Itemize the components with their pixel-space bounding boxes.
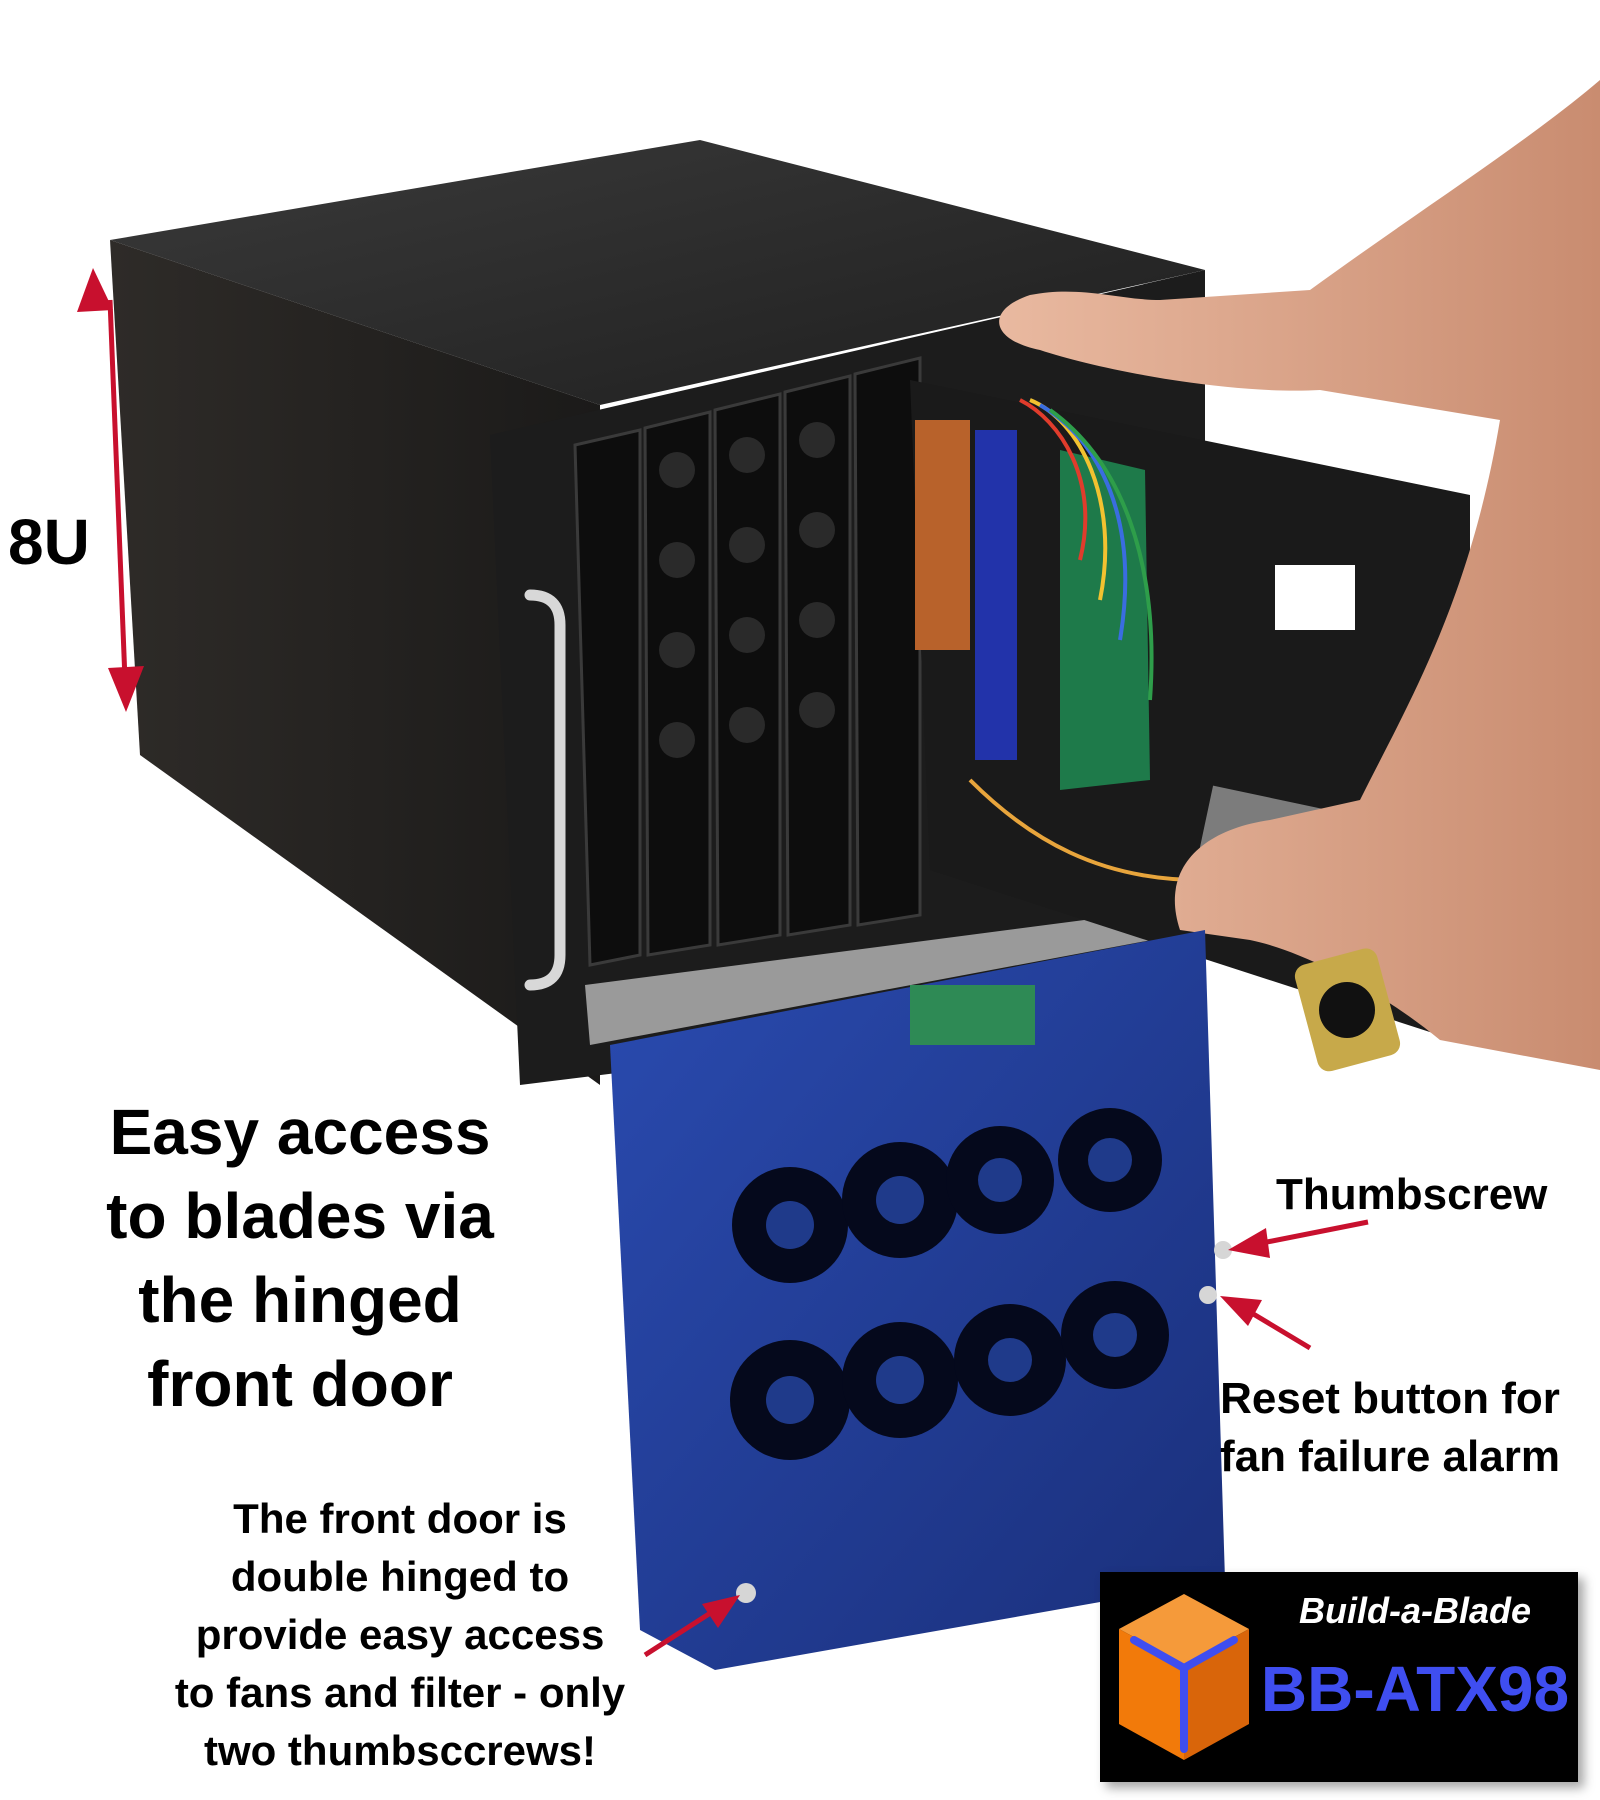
door-thumbscrew	[736, 1583, 756, 1603]
door-note-line: to fans and filter - only	[174, 1669, 626, 1716]
cube-logo-icon	[1119, 1594, 1249, 1760]
door-note-line: provide easy access	[195, 1611, 605, 1658]
heatsink	[915, 420, 970, 650]
height-arrow	[77, 268, 144, 712]
door-note-line: two thumbsccrews!	[203, 1727, 597, 1774]
thumbscrew-label: Thumbscrew	[1276, 1170, 1548, 1219]
chassis-top	[110, 140, 1205, 405]
fan-door	[610, 930, 1225, 1670]
fan-controller-board	[910, 985, 1035, 1045]
fan-hubs	[766, 1138, 1137, 1424]
panel-cutout	[1275, 565, 1355, 630]
model-name: BB-ATX98	[1260, 1653, 1570, 1725]
thumbscrew-arrow	[1228, 1219, 1369, 1258]
headline-line: Easy access	[109, 1096, 491, 1168]
brand-name: Build-a-Blade	[1298, 1590, 1531, 1631]
headline: Easy access to blades via the hinged fro…	[40, 1090, 560, 1426]
reset-label-line: fan failure alarm	[1220, 1432, 1560, 1481]
headline-line: to blades via	[106, 1180, 494, 1252]
door-thumbscrew-arrow	[643, 1595, 740, 1658]
headline-line: front door	[147, 1348, 453, 1420]
brand-badge: Build-a-Blade BB-ATX98	[1100, 1572, 1578, 1782]
memory-modules	[975, 430, 1017, 760]
door-note: The front door is double hinged to provi…	[130, 1490, 670, 1780]
blade-slots	[573, 356, 922, 967]
slot-holes	[659, 422, 835, 758]
chassis-side	[110, 240, 600, 1085]
arm	[999, 80, 1600, 1070]
reset-arrow	[1220, 1296, 1312, 1351]
door-note-line: The front door is	[233, 1495, 567, 1542]
reset-label: Reset button for fan failure alarm	[1180, 1370, 1600, 1486]
chassis-handle	[524, 589, 566, 991]
cable-bundle	[968, 398, 1201, 882]
base-rail	[585, 905, 1205, 1045]
thumbscrew	[1214, 1241, 1232, 1259]
reset-button	[1199, 1286, 1217, 1304]
wristwatch	[1294, 948, 1401, 1072]
headline-line: the hinged	[138, 1264, 462, 1336]
door-note-line: double hinged to	[230, 1553, 570, 1600]
circuit-board	[1060, 450, 1150, 790]
height-label: 8U	[8, 506, 90, 578]
reset-label-line: Reset button for	[1220, 1374, 1560, 1423]
